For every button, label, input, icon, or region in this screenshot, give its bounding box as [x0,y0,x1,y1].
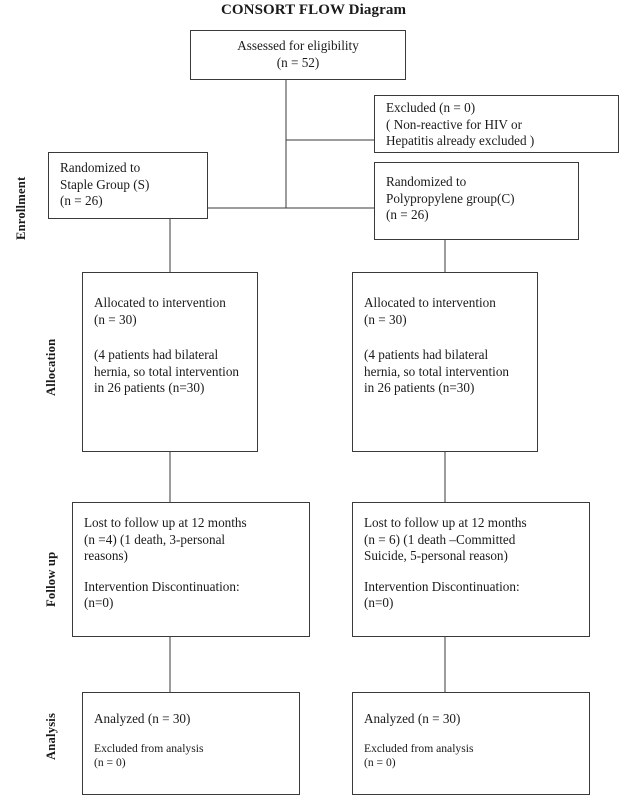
followup-left-spacer [84,565,302,579]
allocated-left-line-1: Allocated to intervention [94,295,226,310]
allocated-right-line-1: Allocated to intervention [364,295,496,310]
excluded-line-2: ( Non-reactive for HIV or [386,116,522,132]
allocated-right-line-4: hernia, so total intervention [364,363,510,379]
stage-label-analysis: Analysis [44,712,58,760]
followup-right-line-1: Lost to follow up at 12 months [364,515,527,530]
followup-right-spacer [364,565,582,579]
page-title: CONSORT FLOW Diagram [220,2,407,18]
analysis-right-line-1: Analyzed (n = 30) [364,711,461,726]
followup-right-line-3: Suicide, 5-personal reason) [364,548,508,563]
analysis-left-spacer [94,728,292,742]
assessed-line-2: (n = 52) [276,54,320,70]
allocated-left-line-2: (n = 30) [94,311,137,327]
stage-label-enrollment: Enrollment [14,176,28,240]
followup-left-line-1: Lost to follow up at 12 months [84,515,247,530]
randomized-staple-line-2: Staple Group (S) [60,176,150,192]
analysis-right-line-3: (n = 0) [364,756,396,769]
node-analysis-right: Analyzed (n = 30) Excluded from analysis… [352,692,590,795]
followup-left-line-3: reasons) [84,548,128,563]
stage-label-followup: Follow up [44,551,58,607]
randomized-poly-line-1: Randomized to [386,174,467,189]
allocated-left-spacer [94,328,250,347]
allocated-right-line-2: (n = 30) [364,311,407,327]
allocated-right-spacer [364,328,530,347]
randomized-staple-line-1: Randomized to [60,160,141,175]
excluded-line-3: Hepatitis already excluded ) [386,133,535,148]
followup-left-line-4: Intervention Discontinuation: [84,578,240,594]
assessed-line-1: Assessed for eligibility [237,38,359,53]
randomized-staple-line-3: (n = 26) [60,193,103,208]
analysis-right-spacer [364,728,582,742]
followup-left-line-5: (n=0) [84,595,114,610]
allocated-right-line-3: (4 patients had bilateral [364,347,489,362]
node-excluded: Excluded (n = 0) ( Non-reactive for HIV … [374,95,619,153]
node-assessed-for-eligibility: Assessed for eligibility (n = 52) [190,30,406,80]
node-analysis-left: Analyzed (n = 30) Excluded from analysis… [82,692,300,795]
analysis-left-line-2: Excluded from analysis [94,741,204,755]
analysis-right-line-2: Excluded from analysis [364,741,474,755]
randomized-poly-line-3: (n = 26) [386,207,429,222]
node-followup-left: Lost to follow up at 12 months (n =4) (1… [72,502,310,637]
node-allocated-intervention-left: Allocated to intervention (n = 30) (4 pa… [82,272,258,452]
node-randomized-polypropylene-group: Randomized to Polypropylene group(C) (n … [374,162,579,240]
followup-left-line-2: (n =4) (1 death, 3-personal [84,531,226,547]
followup-right-line-2: (n = 6) (1 death –Committed [364,531,516,547]
analysis-left-line-1: Analyzed (n = 30) [94,711,191,726]
analysis-left-line-3: (n = 0) [94,756,126,769]
followup-right-line-4: Intervention Discontinuation: [364,578,520,594]
allocated-left-line-3: (4 patients had bilateral [94,347,219,362]
node-allocated-intervention-right: Allocated to intervention (n = 30) (4 pa… [352,272,538,452]
allocated-left-line-4: hernia, so total intervention [94,363,240,379]
allocated-left-line-5: in 26 patients (n=30) [94,380,205,395]
randomized-poly-line-2: Polypropylene group(C) [386,190,515,206]
node-randomized-staple-group: Randomized to Staple Group (S) (n = 26) [48,152,208,219]
allocated-right-line-5: in 26 patients (n=30) [364,380,475,395]
node-followup-right: Lost to follow up at 12 months (n = 6) (… [352,502,590,637]
stage-label-allocation: Allocation [44,338,58,396]
excluded-line-1: Excluded (n = 0) [386,100,476,115]
followup-right-line-5: (n=0) [364,595,394,610]
